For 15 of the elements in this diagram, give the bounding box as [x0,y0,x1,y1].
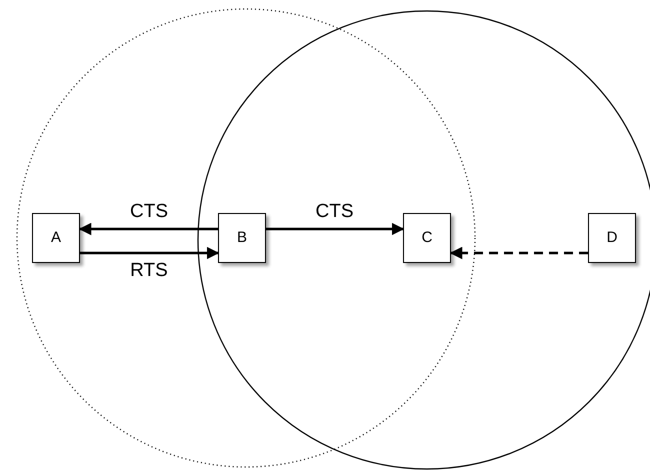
edge-label: CTS [130,202,168,221]
node-label: D [606,228,618,248]
edge-label: CTS [316,202,354,221]
arrow [450,246,588,260]
node-label: C [422,228,432,248]
arrow [78,222,218,236]
arrow [80,246,220,260]
arrow [266,222,404,236]
node-label: A [50,228,61,248]
node-label: B [236,228,247,248]
node-box [403,213,451,263]
node-box [32,213,80,263]
edge-label: RTS [130,261,168,280]
node-box [588,213,636,263]
node-box [218,213,266,263]
